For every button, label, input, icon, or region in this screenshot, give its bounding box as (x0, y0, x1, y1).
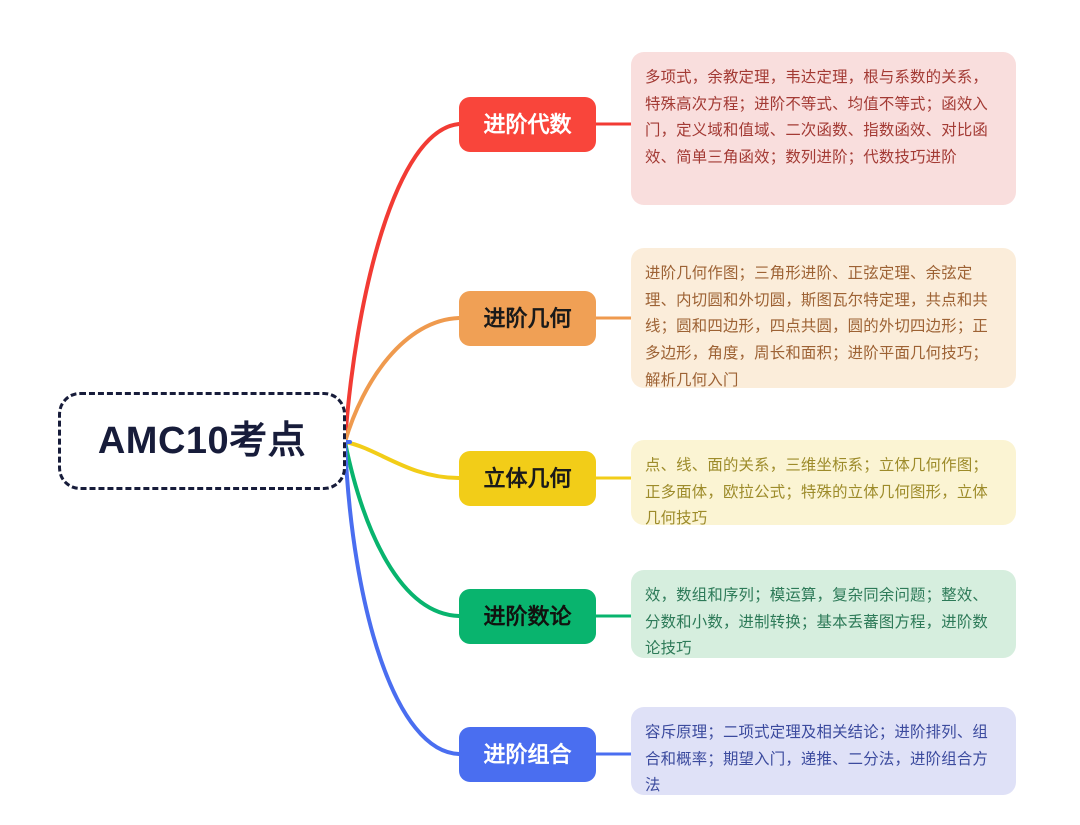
detail-box-text: 点、线、面的关系，三维坐标系；立体几何作图；正多面体，欧拉公式；特殊的立体几何图… (645, 457, 988, 528)
connector-curve-advanced-combinatorics (343, 440, 461, 756)
detail-box-advanced-algebra[interactable]: 多项式，余教定理，韦达定理，根与系数的关系，特殊高次方程；进阶不等式、均值不等式… (631, 52, 1016, 205)
topic-node-label: 进阶组合 (483, 741, 572, 767)
topic-node-advanced-geometry[interactable]: 进阶几何 (459, 291, 596, 346)
connector-curve-solid-geometry (343, 440, 461, 480)
connector-curve-advanced-geometry (343, 316, 461, 444)
topic-node-label: 进阶数论 (483, 603, 572, 629)
detail-box-advanced-number-theory[interactable]: 效，数组和序列；模运算，复杂同余问题；整效、分数和小数，进制转换；基本丢蕃图方程… (631, 570, 1016, 658)
topic-node-label: 立体几何 (483, 465, 572, 491)
detail-box-text: 多项式，余教定理，韦达定理，根与系数的关系，特殊高次方程；进阶不等式、均值不等式… (645, 69, 988, 166)
detail-box-text: 效，数组和序列；模运算，复杂同余问题；整效、分数和小数，进制转换；基本丢蕃图方程… (645, 587, 988, 658)
topic-node-advanced-number-theory[interactable]: 进阶数论 (459, 589, 596, 644)
connector-curve-advanced-algebra (343, 122, 461, 444)
detail-box-text: 进阶几何作图；三角形进阶、正弦定理、余弦定理、内切圆和外切圆，斯图瓦尔特定理，共… (645, 265, 988, 389)
root-node-label: AMC10考点 (97, 420, 307, 462)
detail-box-advanced-combinatorics[interactable]: 容斥原理；二项式定理及相关结论；进阶排列、组合和概率；期望入门，递推、二分法，进… (631, 707, 1016, 795)
topic-node-solid-geometry[interactable]: 立体几何 (459, 451, 596, 506)
root-node[interactable]: AMC10考点 (58, 392, 346, 490)
topic-node-label: 进阶几何 (483, 305, 572, 331)
detail-box-text: 容斥原理；二项式定理及相关结论；进阶排列、组合和概率；期望入门，递推、二分法，进… (645, 724, 988, 795)
detail-box-solid-geometry[interactable]: 点、线、面的关系，三维坐标系；立体几何作图；正多面体，欧拉公式；特殊的立体几何图… (631, 440, 1016, 527)
topic-node-advanced-algebra[interactable]: 进阶代数 (459, 97, 596, 152)
detail-box-advanced-geometry[interactable]: 进阶几何作图；三角形进阶、正弦定理、余弦定理、内切圆和外切圆，斯图瓦尔特定理，共… (631, 248, 1016, 389)
connector-curve-advanced-number-theory (343, 440, 461, 618)
topic-node-label: 进阶代数 (483, 111, 572, 137)
topic-node-advanced-combinatorics[interactable]: 进阶组合 (459, 727, 596, 782)
